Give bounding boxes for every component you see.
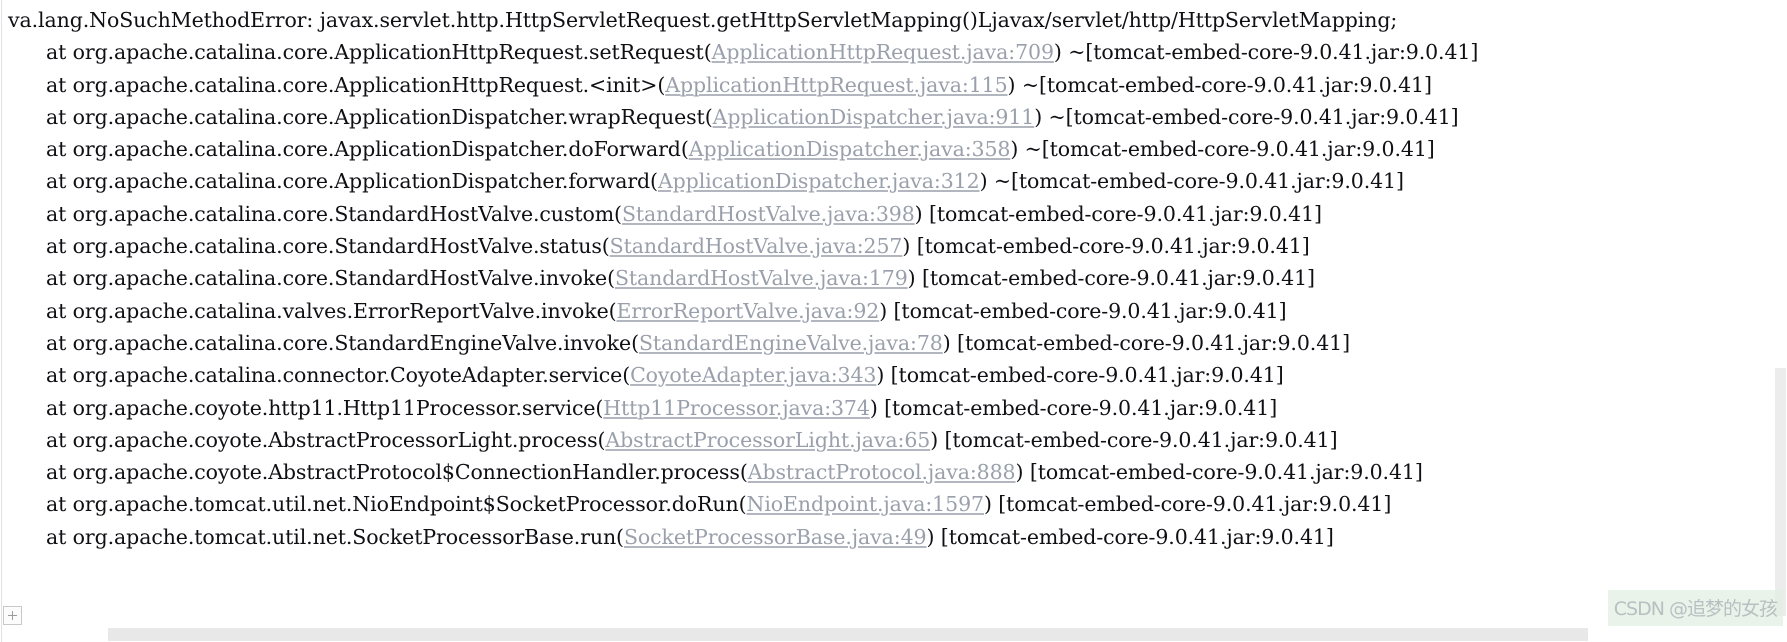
frame-prefix: at org.apache.catalina.core.StandardHost… [46, 201, 622, 226]
source-link[interactable]: ApplicationHttpRequest.java:115 [665, 72, 1008, 97]
frame-prefix: at org.apache.catalina.core.ApplicationD… [46, 104, 713, 129]
frame-prefix: at org.apache.catalina.valves.ErrorRepor… [46, 298, 617, 323]
frame-prefix: at org.apache.coyote.AbstractProtocol$Co… [46, 460, 748, 485]
frame-suffix: ) ~[tomcat-embed-core-9.0.41.jar:9.0.41] [1053, 40, 1479, 65]
frame-suffix: ) [tomcat-embed-core-9.0.41.jar:9.0.41] [869, 395, 1278, 420]
frame-suffix: ) ~[tomcat-embed-core-9.0.41.jar:9.0.41] [1010, 137, 1435, 162]
stack-frame-line: at org.apache.catalina.core.StandardHost… [0, 230, 1787, 262]
frame-suffix: ) [tomcat-embed-core-9.0.41.jar:9.0.41] [902, 234, 1310, 259]
stack-frame-line: at org.apache.catalina.core.ApplicationH… [0, 69, 1787, 101]
exception-header-text: va.lang.NoSuchMethodError: javax.servlet… [8, 8, 1398, 32]
frame-suffix: ) [tomcat-embed-core-9.0.41.jar:9.0.41] [983, 492, 1392, 517]
frame-suffix: ) [tomcat-embed-core-9.0.41.jar:9.0.41] [942, 330, 1350, 355]
source-link[interactable]: StandardHostValve.java:179 [614, 266, 908, 291]
frame-suffix: ) ~[tomcat-embed-core-9.0.41.jar:9.0.41] [979, 169, 1404, 194]
source-link[interactable]: Http11Processor.java:374 [603, 395, 870, 420]
vertical-scrollbar[interactable] [1774, 0, 1787, 627]
frame-suffix: ) [tomcat-embed-core-9.0.41.jar:9.0.41] [907, 266, 1315, 291]
frame-suffix: ) [tomcat-embed-core-9.0.41.jar:9.0.41] [930, 427, 1338, 452]
stack-frame-line: at org.apache.catalina.core.StandardHost… [0, 198, 1787, 230]
frame-suffix: ) [tomcat-embed-core-9.0.41.jar:9.0.41] [914, 201, 1322, 226]
horizontal-scrollbar[interactable] [24, 627, 1769, 642]
source-link[interactable]: AbstractProtocol.java:888 [747, 460, 1016, 485]
source-link[interactable]: AbstractProcessorLight.java:65 [605, 427, 931, 452]
source-link[interactable]: NioEndpoint.java:1597 [746, 492, 984, 517]
source-link[interactable]: SocketProcessorBase.java:49 [623, 524, 927, 549]
stack-frame-line: at org.apache.catalina.core.ApplicationD… [0, 165, 1787, 197]
expand-plus-icon[interactable] [3, 606, 22, 625]
frame-suffix: ) [tomcat-embed-core-9.0.41.jar:9.0.41] [926, 524, 1334, 549]
csdn-watermark: CSDN @追梦的女孩 [1607, 590, 1783, 626]
stack-frame-line: at org.apache.tomcat.util.net.NioEndpoin… [0, 488, 1787, 520]
frame-prefix: at org.apache.catalina.core.ApplicationH… [46, 40, 712, 65]
frame-suffix: ) ~[tomcat-embed-core-9.0.41.jar:9.0.41] [1034, 104, 1459, 129]
source-link[interactable]: CoyoteAdapter.java:343 [630, 363, 877, 388]
frame-prefix: at org.apache.tomcat.util.net.NioEndpoin… [46, 492, 747, 517]
stack-frame-line: at org.apache.catalina.valves.ErrorRepor… [0, 295, 1787, 327]
stack-frame-line: at org.apache.catalina.core.StandardEngi… [0, 327, 1787, 359]
source-link[interactable]: ApplicationHttpRequest.java:709 [711, 40, 1054, 65]
gutter-divider [1, 0, 2, 642]
stack-frame-line: at org.apache.catalina.connector.CoyoteA… [0, 359, 1787, 391]
frame-prefix: at org.apache.catalina.core.StandardEngi… [46, 330, 639, 355]
frame-prefix: at org.apache.catalina.core.ApplicationD… [46, 169, 658, 194]
frame-prefix: at org.apache.coyote.AbstractProcessorLi… [46, 427, 606, 452]
stack-frame-line: at org.apache.coyote.AbstractProcessorLi… [0, 424, 1787, 456]
frame-suffix: ) ~[tomcat-embed-core-9.0.41.jar:9.0.41] [1007, 72, 1432, 97]
watermark-text: CSDN @追梦的女孩 [1613, 598, 1778, 620]
frame-suffix: ) [tomcat-embed-core-9.0.41.jar:9.0.41] [1015, 460, 1423, 485]
source-link[interactable]: ApplicationDispatcher.java:312 [657, 169, 980, 194]
frame-prefix: at org.apache.catalina.core.StandardHost… [46, 234, 610, 259]
frame-prefix: at org.apache.catalina.core.ApplicationH… [46, 72, 666, 97]
source-link[interactable]: ApplicationDispatcher.java:358 [688, 137, 1011, 162]
stack-frame-line: at org.apache.catalina.core.ApplicationD… [0, 133, 1787, 165]
source-link[interactable]: StandardHostValve.java:398 [621, 201, 915, 226]
vertical-scrollbar-thumb[interactable] [1775, 368, 1786, 616]
frame-prefix: at org.apache.catalina.core.ApplicationD… [46, 137, 689, 162]
frame-suffix: ) [tomcat-embed-core-9.0.41.jar:9.0.41] [879, 298, 1287, 323]
source-link[interactable]: ApplicationDispatcher.java:911 [712, 104, 1035, 129]
stack-frame-line: at org.apache.catalina.core.ApplicationH… [0, 36, 1787, 68]
frame-suffix: ) [tomcat-embed-core-9.0.41.jar:9.0.41] [876, 363, 1284, 388]
stack-frame-line: at org.apache.catalina.core.ApplicationD… [0, 101, 1787, 133]
frame-prefix: at org.apache.coyote.http11.Http11Proces… [46, 395, 604, 420]
plus-vertical-stroke [12, 611, 13, 620]
frame-prefix: at org.apache.tomcat.util.net.SocketProc… [46, 524, 624, 549]
log-output: va.lang.NoSuchMethodError: javax.servlet… [0, 4, 1787, 553]
source-link[interactable]: StandardHostValve.java:257 [609, 234, 903, 259]
stack-frame-line: at org.apache.coyote.http11.Http11Proces… [0, 392, 1787, 424]
stack-frame-line: at org.apache.coyote.AbstractProtocol$Co… [0, 456, 1787, 488]
source-link[interactable]: ErrorReportValve.java:92 [616, 298, 880, 323]
frame-prefix: at org.apache.catalina.connector.CoyoteA… [46, 363, 631, 388]
source-link[interactable]: StandardEngineValve.java:78 [638, 330, 943, 355]
horizontal-scrollbar-thumb[interactable] [108, 628, 1588, 641]
exception-header-line: va.lang.NoSuchMethodError: javax.servlet… [0, 4, 1787, 36]
frame-prefix: at org.apache.catalina.core.StandardHost… [46, 266, 615, 291]
stack-frame-line: at org.apache.catalina.core.StandardHost… [0, 262, 1787, 294]
stack-frame-line: at org.apache.tomcat.util.net.SocketProc… [0, 521, 1787, 553]
